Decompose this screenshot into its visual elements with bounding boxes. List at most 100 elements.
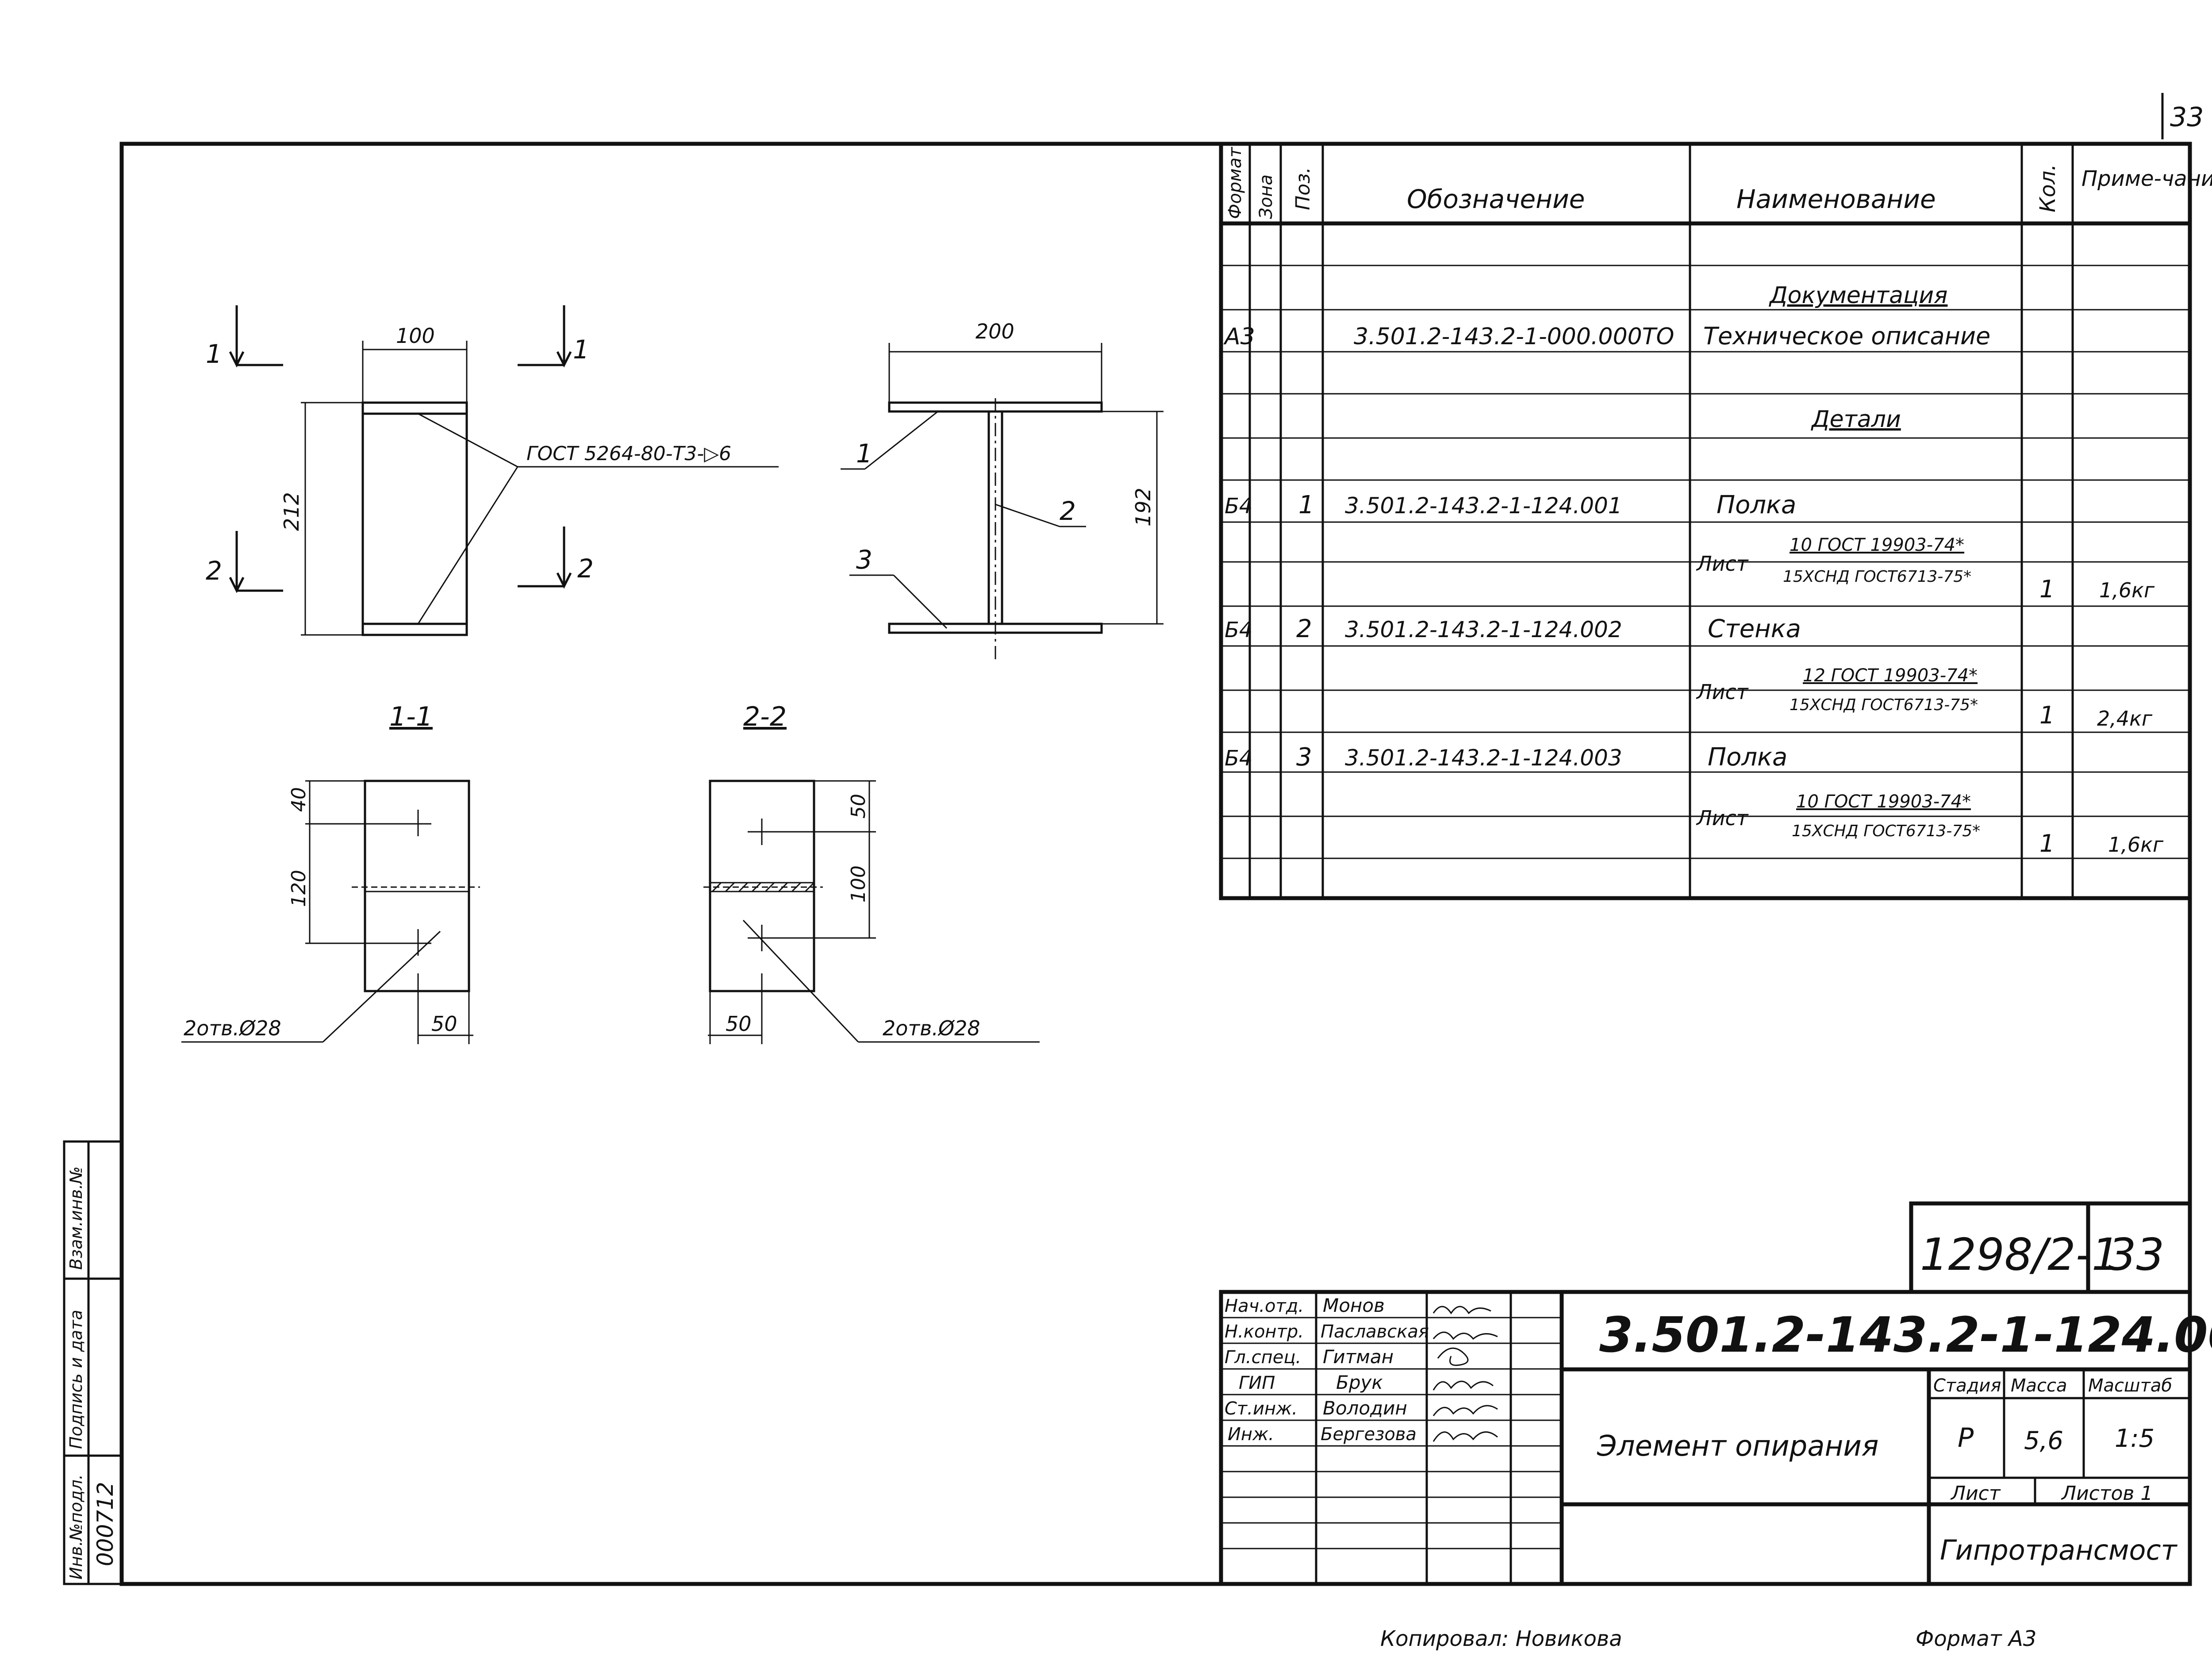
doc-designation: 3.501.2-143.2-1-000.000ТО xyxy=(1354,323,1674,350)
section-mark-2-right: 2 xyxy=(577,553,594,584)
header-note: Приме-чание xyxy=(2081,166,2212,191)
dim-50-label-2: 50 xyxy=(726,1012,752,1036)
signature-scribble xyxy=(1432,1331,1498,1340)
header-zone: Зона xyxy=(1256,174,1276,219)
doc-name: Техническое описание xyxy=(1703,322,1990,350)
item-material-bottom: 15ХСНД ГОСТ6713-75* xyxy=(1790,696,1978,714)
leader-pos-3 xyxy=(893,574,948,629)
dim-120-label: 120 xyxy=(288,870,310,907)
sheet-label: Лист xyxy=(1950,1482,2001,1505)
leader-pos-2 xyxy=(995,504,1060,527)
section-mark-1-left: 1 xyxy=(206,339,222,369)
stamp-sign-date: Подпись и дата xyxy=(66,1310,86,1449)
header-format: Формат xyxy=(1225,146,1245,219)
stamp-inv-replace: Взам.инв.№ xyxy=(66,1166,86,1270)
organization: Гипротрансмост xyxy=(1940,1534,2178,1566)
item-position: 3 xyxy=(1296,743,1312,772)
pos-mark-3: 3 xyxy=(856,545,872,575)
section-2-2: 2-2 50 100 50 2отв.Ø28 xyxy=(703,701,1040,1044)
dim-50-vertical-label: 50 xyxy=(847,794,870,819)
dim-192-label: 192 xyxy=(1131,488,1155,527)
item-quantity: 1 xyxy=(2039,575,2055,603)
item-material-word: Лист xyxy=(1696,552,1749,576)
sig-role: Нач.отд. xyxy=(1225,1296,1304,1316)
side-stamp-border xyxy=(63,1140,123,1585)
dim-40-label: 40 xyxy=(288,787,310,812)
front-view: 100 212 ГОСТ 5264-80-Т3-▷6 1 1 2 2 xyxy=(206,305,779,636)
item-quantity: 1 xyxy=(2039,830,2055,857)
section-2-2-title: 2-2 xyxy=(743,701,787,732)
weld-leader xyxy=(417,466,518,624)
item-format: Б4 xyxy=(1225,746,1252,771)
drawing-designation: 3.501.2-143.2-1-124.000 xyxy=(1599,1307,2212,1363)
section-documentation: Документация xyxy=(1769,282,1947,309)
dim-212-label: 212 xyxy=(280,492,303,531)
stamp-inv-orig: Инв.№подл. xyxy=(66,1474,86,1580)
item-designation: 3.501.2-143.2-1-124.001 xyxy=(1345,493,1622,519)
format-note: Формат А3 xyxy=(1916,1626,2036,1651)
archive-number: 1298/2-1 xyxy=(1920,1229,2120,1280)
item-quantity: 1 xyxy=(2039,701,2055,729)
hatch xyxy=(804,882,815,892)
signature-scribble xyxy=(1432,1306,1491,1315)
item-format: Б4 xyxy=(1225,618,1252,642)
sig-name: Паславская xyxy=(1321,1322,1429,1342)
section-1-1-title: 1-1 xyxy=(389,701,433,732)
sig-name: Брук xyxy=(1336,1372,1383,1393)
section-details: Детали xyxy=(1811,406,1901,433)
holes-note-2: 2отв.Ø28 xyxy=(883,1016,980,1040)
signature-scribble xyxy=(1432,1431,1498,1442)
item-note: 1,6кг xyxy=(2108,833,2164,857)
sig-name: Володин xyxy=(1323,1397,1407,1419)
dim-100-label: 100 xyxy=(396,324,435,348)
front-view-outline xyxy=(361,401,468,636)
item-note: 1,6кг xyxy=(2099,578,2155,602)
dim-50-label: 50 xyxy=(431,1012,457,1036)
element-name: Элемент опирания xyxy=(1597,1430,1878,1463)
leader-pos-1 xyxy=(864,411,938,470)
section-2-2-plate xyxy=(709,780,815,992)
item-material-word: Лист xyxy=(1696,680,1749,704)
corner-page-number: 33 xyxy=(2170,102,2204,133)
sig-role: ГИП xyxy=(1239,1373,1275,1393)
title-block-border xyxy=(1219,1290,2192,1586)
stage-value: Р xyxy=(1958,1422,1974,1453)
sig-role: Гл.спец. xyxy=(1225,1347,1301,1368)
hatch xyxy=(764,882,775,892)
sig-name: Бергезова xyxy=(1321,1424,1417,1445)
title-block: 1298/2-1 33 Нач.отд. Монов Н.контр. Пасл… xyxy=(1219,1201,2212,1586)
mass-label: Масса xyxy=(2011,1376,2067,1396)
stamp-inv-value: 000712 xyxy=(92,1482,118,1566)
holes-leader xyxy=(742,919,859,1043)
item-material-word: Лист xyxy=(1696,806,1749,830)
section-mark-1-right: 1 xyxy=(573,334,589,365)
item-name: Полка xyxy=(1717,491,1796,519)
copied-by: Копировал: Новикова xyxy=(1380,1626,1622,1651)
dim-200-label: 200 xyxy=(975,319,1014,343)
item-position: 2 xyxy=(1296,615,1312,643)
item-material-top: 10 ГОСТ 19903-74* xyxy=(1790,535,1964,555)
sig-name: Гитман xyxy=(1323,1346,1394,1368)
item-name: Стенка xyxy=(1708,615,1801,643)
header-position: Поз. xyxy=(1292,167,1314,210)
side-view: 200 192 1 2 3 xyxy=(841,319,1164,659)
item-format: Б4 xyxy=(1225,494,1252,519)
header-designation: Обозначение xyxy=(1407,184,1585,214)
signature-scribble xyxy=(1432,1405,1498,1416)
item-material-bottom: 15ХСНД ГОСТ6713-75* xyxy=(1783,568,1971,586)
sig-role: Н.контр. xyxy=(1225,1322,1304,1342)
side-stamp: Взам.инв.№ Подпись и дата Инв.№подл. 000… xyxy=(63,1140,123,1585)
signature-scribble xyxy=(1437,1347,1469,1366)
scale-value: 1:5 xyxy=(2115,1424,2154,1453)
item-position: 1 xyxy=(1298,491,1314,519)
item-material-top: 10 ГОСТ 19903-74* xyxy=(1796,792,1971,812)
item-note: 2,4кг xyxy=(2097,707,2153,730)
signature-scribble xyxy=(1432,1380,1494,1391)
weld-leader xyxy=(418,413,518,468)
sig-name: Монов xyxy=(1323,1295,1385,1316)
item-material-bottom: 15ХСНД ГОСТ6713-75* xyxy=(1792,822,1980,840)
item-material-top: 12 ГОСТ 19903-74* xyxy=(1803,665,1978,686)
section-1-1-plate xyxy=(364,780,470,992)
pos-mark-1: 1 xyxy=(856,438,872,469)
